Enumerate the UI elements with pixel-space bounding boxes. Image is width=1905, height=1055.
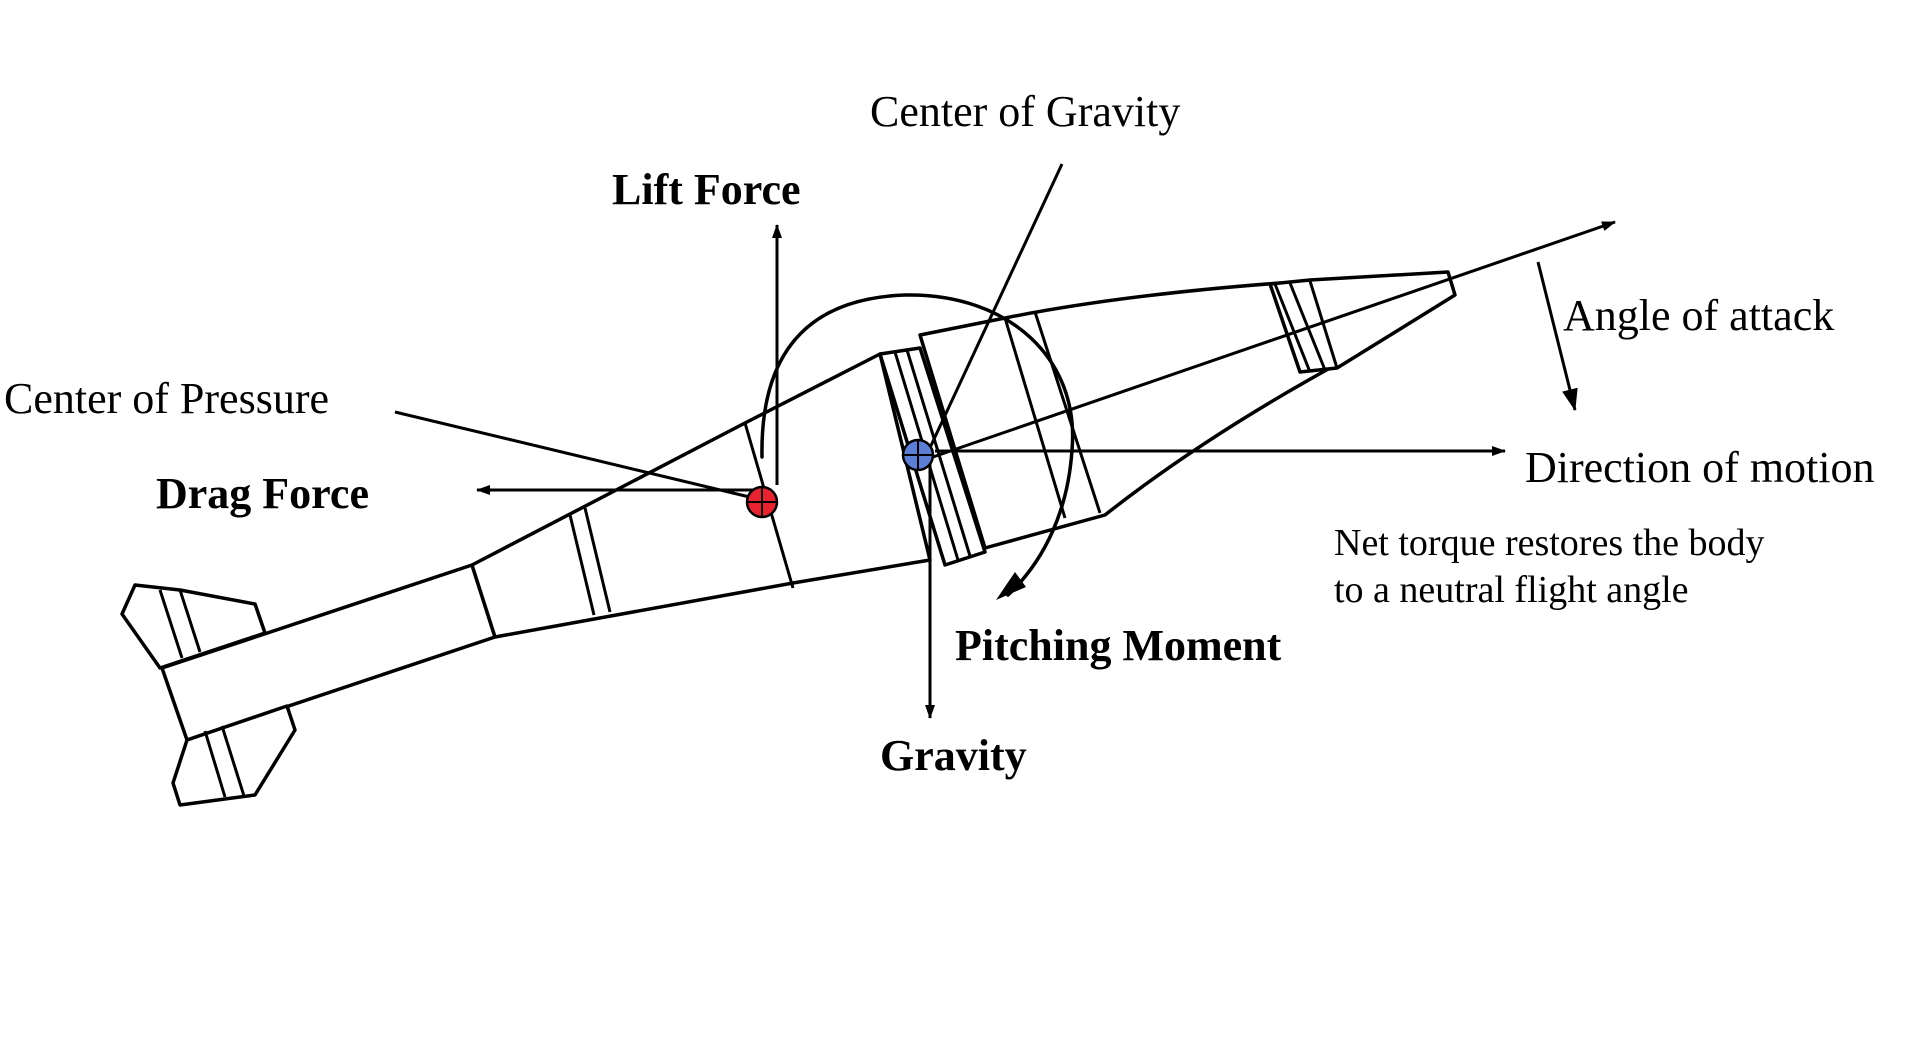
center-of-gravity-label: Center of Gravity <box>870 87 1180 136</box>
angle-of-attack-arrow <box>1536 261 1578 411</box>
pitching-moment-label: Pitching Moment <box>955 621 1282 670</box>
net-torque-note-line1: Net torque restores the body <box>1334 522 1765 564</box>
upper-fin-band-a <box>158 589 184 659</box>
upper-fin-band-b <box>178 589 202 653</box>
nose-band-c <box>1308 280 1339 369</box>
rear-band-a <box>568 514 596 616</box>
direction-of-motion-label: Direction of motion <box>1525 443 1875 492</box>
projectile-body <box>120 270 1457 807</box>
lift-force-label: Lift Force <box>612 165 801 214</box>
lower-fin-band-b <box>220 725 246 797</box>
body-axis-arrow <box>929 220 1616 460</box>
pitching-moment-arrowhead <box>996 572 1026 600</box>
center-of-gravity-marker <box>901 438 935 472</box>
pitching-moment-arc <box>760 293 1075 597</box>
gravity-label: Gravity <box>880 731 1027 780</box>
collar-band-b <box>905 349 972 557</box>
rear-band-b <box>583 507 612 613</box>
center-of-pressure-label: Center of Pressure <box>4 374 329 423</box>
ogive-band-b <box>1033 311 1102 514</box>
center-of-gravity-leader <box>926 163 1064 453</box>
forward-ogive <box>918 281 1332 550</box>
net-torque-note-line2: to a neutral flight angle <box>1334 569 1689 611</box>
lower-fin-band-a <box>203 730 227 798</box>
ogive-band-a <box>1003 317 1067 519</box>
nose-band-a <box>1273 283 1312 373</box>
lower-fin <box>171 704 297 807</box>
angle-of-attack-label: Angle of attack <box>1563 291 1834 340</box>
center-of-pressure-leader <box>394 410 763 502</box>
drag-force-label: Drag Force <box>156 469 369 518</box>
center-of-pressure-marker <box>745 485 779 519</box>
rear-body <box>470 352 932 639</box>
